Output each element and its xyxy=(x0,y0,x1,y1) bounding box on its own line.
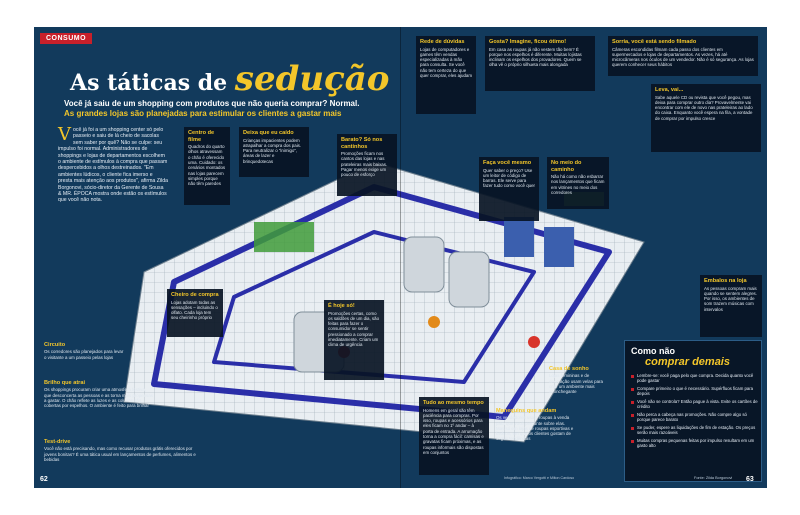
tip-item: Lembre-se: você paga pelo que compra. De… xyxy=(631,373,759,383)
tip-item: Não perca a cabeça nas promoções. Não co… xyxy=(631,412,759,422)
tip-item: Você não se controla? Então pague à vist… xyxy=(631,399,759,409)
source-note: Fonte: Zilda Borgonovi xyxy=(694,476,733,480)
callout-e-hoje-so: É hoje só!Promoções certas, como os sald… xyxy=(324,300,384,380)
page-spine xyxy=(400,27,401,488)
callout-leva-vai: Leva, vai...Sabe aquele CD ou revista qu… xyxy=(651,84,761,152)
shelf xyxy=(544,227,574,267)
tips-list: Lembre-se: você paga pelo que compra. De… xyxy=(631,373,759,451)
display-kiosk xyxy=(448,251,490,308)
page-number-left: 62 xyxy=(40,476,48,483)
callout-gosta-imagine: Gosta? Imagine, ficou ótimo!Em casa as r… xyxy=(485,36,595,91)
tip-item: Muitas compras pequenas feitas por impul… xyxy=(631,438,759,448)
section-tag: CONSUMO xyxy=(40,33,93,44)
tip-item: Se puder, espere as liquidações de fim d… xyxy=(631,425,759,435)
lede: Você já saiu de um shopping com produtos… xyxy=(64,99,360,118)
shopper-figure xyxy=(428,316,440,328)
tip-item: Compare primeiro o que é necessário. Sup… xyxy=(631,386,759,396)
shelf xyxy=(504,217,534,257)
tips-sidebar: Como não comprar demais Lembre-se: você … xyxy=(624,340,762,482)
magazine-spread: CONSUMO As táticas de sedução Você já sa… xyxy=(34,27,767,488)
page-number-right: 63 xyxy=(746,476,754,483)
credit-line: Infográfico: Marco Vergotti e Milton Car… xyxy=(504,476,575,480)
sidebar-subtitle: comprar demais xyxy=(645,356,730,368)
display-kiosk xyxy=(403,236,445,293)
page-title: As táticas de sedução xyxy=(70,59,390,99)
play-area xyxy=(254,222,314,252)
sidebar-title: Como não xyxy=(631,346,675,356)
shopper-figure xyxy=(528,336,540,348)
